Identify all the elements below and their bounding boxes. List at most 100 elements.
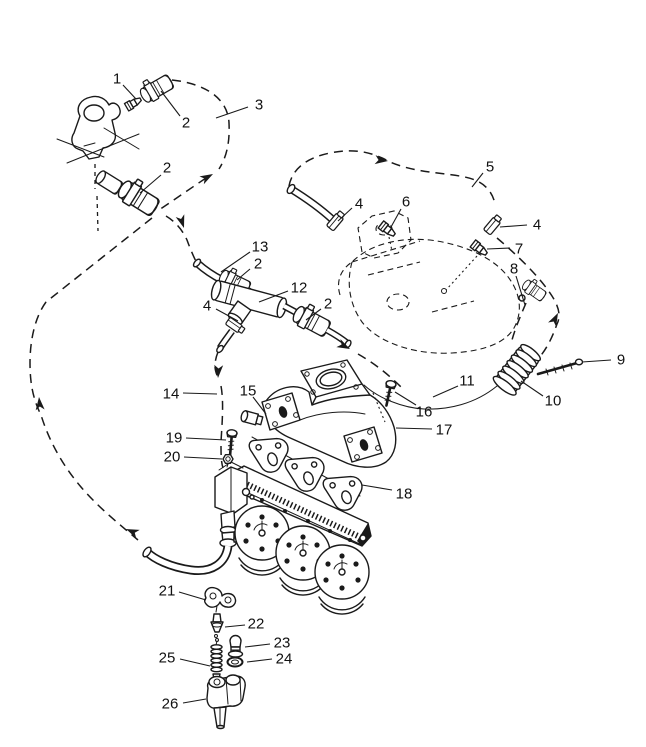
flow-arrow-8 — [548, 310, 563, 327]
elbow-stub-to-hose-14-shape — [216, 344, 224, 354]
callout-label-3: 3 — [255, 96, 263, 113]
manifold-17-shape — [293, 412, 299, 418]
engine-block-shape — [306, 519, 310, 523]
manifold-17-shape — [361, 383, 371, 396]
callout-leader-7 — [486, 247, 511, 250]
washer-24-shape — [231, 659, 239, 665]
callout-leader-5 — [471, 172, 484, 188]
callout-leader-4a — [215, 308, 239, 322]
engine-block-shape — [260, 498, 264, 502]
engine-ghost-outline-shape — [386, 293, 410, 311]
callout-leader-26 — [182, 698, 207, 704]
manifold-17-shape — [299, 411, 366, 421]
manifold-17-shape — [359, 439, 369, 451]
callout-leader-10 — [520, 380, 544, 397]
manifold-17-shape — [319, 371, 343, 387]
corrugated-hose-10 — [492, 343, 542, 396]
callout-leader-23 — [244, 643, 271, 648]
washer-24-shape — [226, 656, 244, 668]
right-loop-hose-path-shape — [511, 302, 527, 341]
cylinder-head — [314, 544, 370, 615]
engine-ghost-outline — [337, 210, 520, 354]
engine-ghost-outline-shape — [431, 300, 475, 313]
engine-block — [142, 461, 372, 615]
callout-leader-11 — [432, 385, 459, 398]
coupler-2d-assembly — [282, 299, 352, 349]
flow-arrow-2 — [199, 170, 216, 185]
valve-26-shape — [225, 677, 229, 705]
engine-block-shape — [241, 487, 251, 497]
callout-leader-2b — [139, 174, 162, 194]
fitting-1 — [123, 94, 144, 112]
fitting-15-shape — [240, 410, 249, 423]
manifold-17-shape — [367, 429, 373, 435]
bleed-screw-9-shape — [545, 368, 549, 376]
clamp-coupler-2b — [113, 172, 165, 220]
hose-14-path-shape — [220, 385, 224, 469]
bleed-screw-9 — [536, 358, 584, 376]
washer-24 — [226, 656, 244, 668]
hose-3-path-shape — [165, 215, 200, 268]
callout-label-4a: 4 — [203, 297, 211, 314]
tee-fitting-12-shape-shape — [229, 284, 236, 305]
fitting-15 — [240, 410, 264, 426]
callout-leader-24 — [246, 658, 273, 663]
clamp-coupler-2a — [135, 68, 177, 106]
tee-fitting-12-shape — [210, 279, 288, 325]
callout-leader-8 — [515, 275, 526, 306]
callout-label-2d: 2 — [324, 295, 332, 312]
engine-ghost-outline-shape — [445, 255, 478, 291]
hose-14-path — [214, 351, 224, 469]
nut-20 — [222, 453, 234, 468]
callout-leader-1 — [122, 84, 137, 100]
spring-25-shape — [210, 644, 223, 650]
left-return-hose-path — [29, 164, 153, 541]
manifold-17-shape — [265, 403, 271, 409]
callout-label-10: 10 — [545, 392, 562, 409]
callout-leader-4b — [337, 207, 353, 222]
callout-leader-12 — [258, 290, 289, 303]
engine-block-shape — [249, 494, 255, 500]
tee-fitting-12-shape-shape — [210, 279, 222, 301]
manifold-17-shape — [310, 389, 316, 395]
platform-edge — [66, 133, 140, 164]
platform-edge — [56, 138, 105, 158]
engine-block-shape — [328, 529, 332, 533]
engine-ghost-outline-shape — [337, 261, 353, 296]
engine-block-shape — [145, 545, 231, 574]
fitting-22-shape — [214, 634, 218, 638]
fitting-22 — [210, 605, 224, 642]
left-return-hose-path-shape — [96, 195, 99, 232]
callout-label-4c: 4 — [533, 216, 541, 233]
spring-25-shape — [210, 653, 223, 659]
engine-block-shape — [283, 509, 287, 513]
callout-label-5: 5 — [486, 158, 494, 175]
valve-26-shape — [213, 678, 221, 686]
fitting-22-shape — [211, 622, 223, 628]
hose-14-path-shape — [214, 351, 219, 378]
spring-25-shape — [210, 657, 223, 664]
callout-label-12: 12 — [291, 279, 308, 296]
pump-mount-line — [103, 127, 140, 150]
flow-arrow-1 — [374, 155, 389, 166]
callout-leader-2a — [160, 90, 181, 117]
manifold-17-shape — [272, 421, 278, 427]
callout-label-7: 7 — [515, 240, 523, 257]
callout-label-1: 1 — [113, 70, 121, 87]
clamp-4c — [482, 213, 504, 236]
manifold-17-shape — [372, 392, 386, 423]
valve-26-shape — [216, 724, 225, 730]
engine-block-shape — [142, 546, 152, 558]
fitting-22-shape — [215, 605, 218, 613]
nut-20-shape — [225, 456, 231, 462]
gaskets-18 — [246, 429, 369, 516]
callout-label-23: 23 — [274, 634, 291, 651]
callout-leader-13 — [220, 251, 251, 273]
clip-21-shape — [224, 596, 232, 604]
plug-23-shape — [229, 634, 242, 648]
manifold-17-shape — [278, 406, 288, 418]
corrugated-hose-10-shape — [492, 375, 517, 396]
callout-label-2c: 2 — [254, 255, 262, 272]
